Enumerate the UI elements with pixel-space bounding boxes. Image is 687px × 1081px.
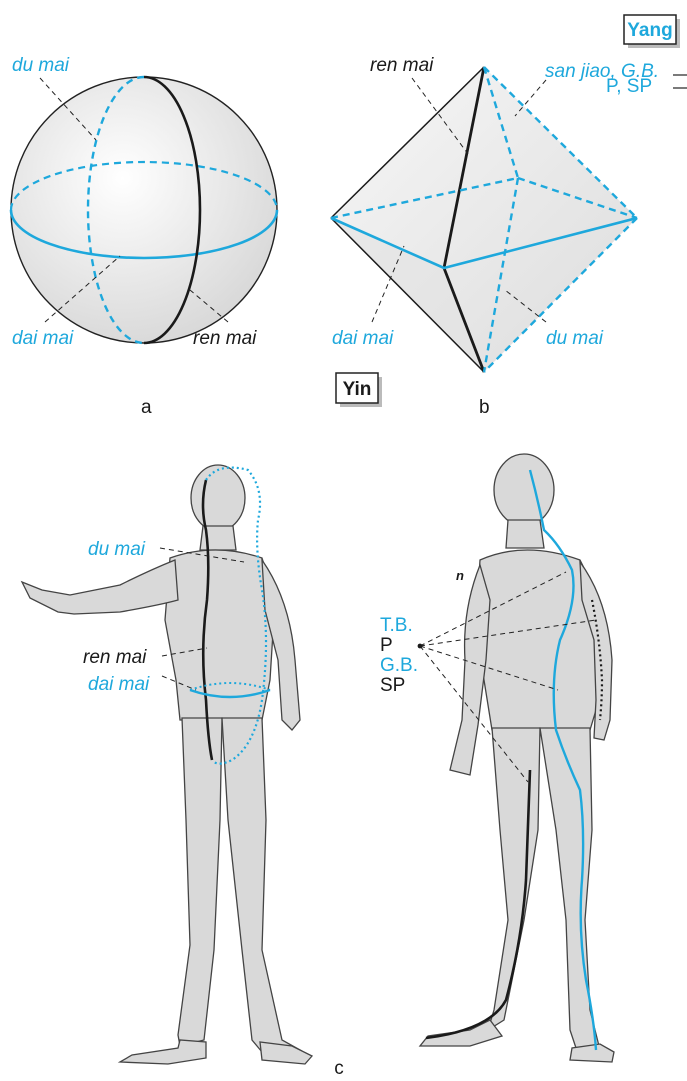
panel-letter-a: a [141,397,152,418]
human-figure-left: du mai ren mai dai mai [22,465,312,1064]
label-c-du-mai: du mai [88,539,146,560]
label-a-ren-mai: ren mai [193,328,257,349]
human-figure-right: n T.B. P G.B. SP [380,454,614,1062]
leader-b-san-jiao [515,80,546,116]
panel-a-sphere: du mai dai mai ren mai a [11,55,277,418]
label-b-dai-mai: dai mai [332,328,394,349]
label-c-sp: SP [380,675,405,696]
label-c-dai-mai: dai mai [88,674,150,695]
panel-b-octahedron: ren mai san jiao, G.B. P, SP dai mai du … [331,55,687,418]
label-c-tb: T.B. [380,615,413,636]
leader-origin-dot [418,644,423,649]
label-c-n: n [456,568,464,583]
legend-yin: Yin [336,373,382,407]
panel-letter-c: c [334,1058,344,1079]
legend-yang: Yang [624,15,680,48]
panel-letter-b: b [479,397,490,418]
label-c-p: P [380,635,393,656]
label-b-du-mai: du mai [546,328,604,349]
label-b-p-sp: P, SP [606,76,652,97]
label-c-ren-mai: ren mai [83,647,147,668]
label-c-gb: G.B. [380,655,418,676]
label-a-dai-mai: dai mai [12,328,74,349]
legend-yang-text: Yang [627,20,672,41]
sphere-outline [11,77,277,343]
legend-yin-text: Yin [343,379,372,400]
octahedron-shape [331,67,637,372]
label-b-ren-mai: ren mai [370,55,434,76]
label-a-du-mai: du mai [12,55,70,76]
